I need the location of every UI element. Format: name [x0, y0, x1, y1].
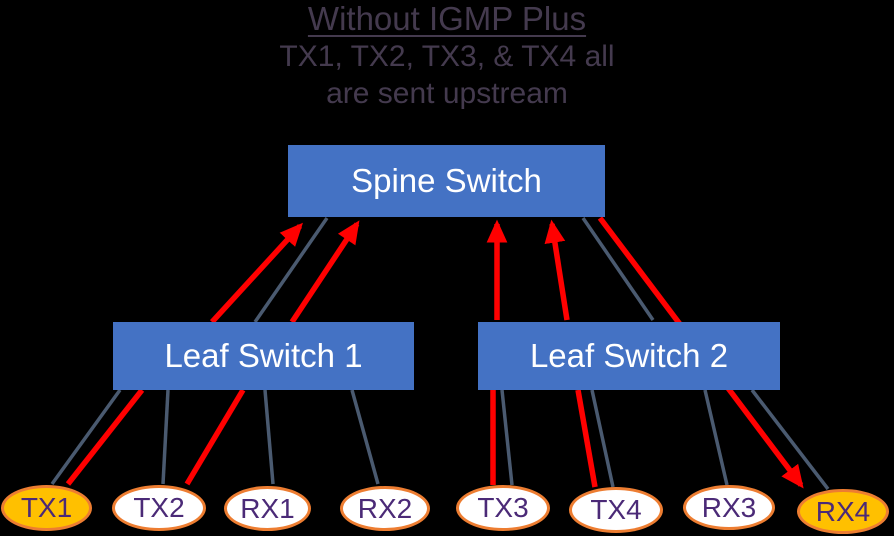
link-leaf2-tx4: [590, 389, 615, 488]
link-leaf1-rx2: [350, 389, 380, 485]
node-leaf-switch-2-label: Leaf Switch 2: [529, 337, 729, 374]
diagram-subtitle-line1: TX1, TX2, TX3, & TX4 all: [279, 40, 615, 73]
node-leaf-switch-2: Leaf Switch 2: [478, 322, 780, 390]
endpoint-tx2-label: TX2: [133, 492, 185, 523]
endpoint-tx3: TX3: [456, 485, 550, 531]
endpoint-tx1: TX1: [1, 485, 92, 531]
diagram-title: Without IGMP Plus: [307, 0, 587, 37]
arrow-tx2-upstream: [289, 220, 360, 324]
link-leaf1-tx2: [161, 389, 170, 485]
link-leaf2-rx4: [750, 388, 830, 491]
endpoint-rx2: RX2: [340, 486, 430, 531]
endpoint-tx3-label: TX3: [477, 492, 529, 523]
arrow-tx4-upstream: [544, 219, 570, 321]
arrow-tx1-upstream: [209, 222, 303, 324]
endpoint-rx4-label: RX4: [815, 495, 871, 527]
node-leaf-switch-1: Leaf Switch 1: [113, 322, 414, 390]
stream-tx1-to-leaf1: [65, 388, 145, 486]
link-leaf2-spine: [581, 217, 655, 321]
endpoint-tx1-label: TX1: [20, 492, 73, 523]
node-leaf-switch-1-label: Leaf Switch 1: [164, 337, 363, 374]
endpoint-tx2: TX2: [112, 485, 206, 531]
link-leaf1-spine: [253, 217, 329, 323]
endpoint-tx4-label: TX4: [590, 494, 642, 525]
link-leaf2-tx3: [500, 389, 514, 486]
stream-tx4-to-leaf2: [575, 389, 598, 488]
endpoint-rx4: RX4: [797, 489, 889, 534]
endpoint-rx3-label: RX3: [701, 491, 757, 523]
link-leaf1-tx1: [50, 388, 122, 486]
node-spine-switch-label: Spine Switch: [351, 162, 542, 199]
endpoint-tx4: TX4: [569, 487, 663, 533]
endpoint-rx1-label: RX1: [240, 492, 295, 524]
endpoint-rx3: RX3: [683, 485, 775, 530]
endpoint-rx2-label: RX2: [357, 492, 413, 524]
endpoint-rx1: RX1: [224, 486, 311, 531]
stream-tx2-to-leaf1: [184, 388, 246, 486]
link-leaf1-rx1: [263, 389, 275, 485]
link-leaf2-rx3: [703, 389, 729, 486]
diagram-subtitle-line2: are sent upstream: [326, 77, 568, 110]
node-spine-switch: Spine Switch: [288, 145, 605, 217]
title-block: Without IGMP Plus TX1, TX2, TX3, & TX4 a…: [0, 0, 894, 112]
